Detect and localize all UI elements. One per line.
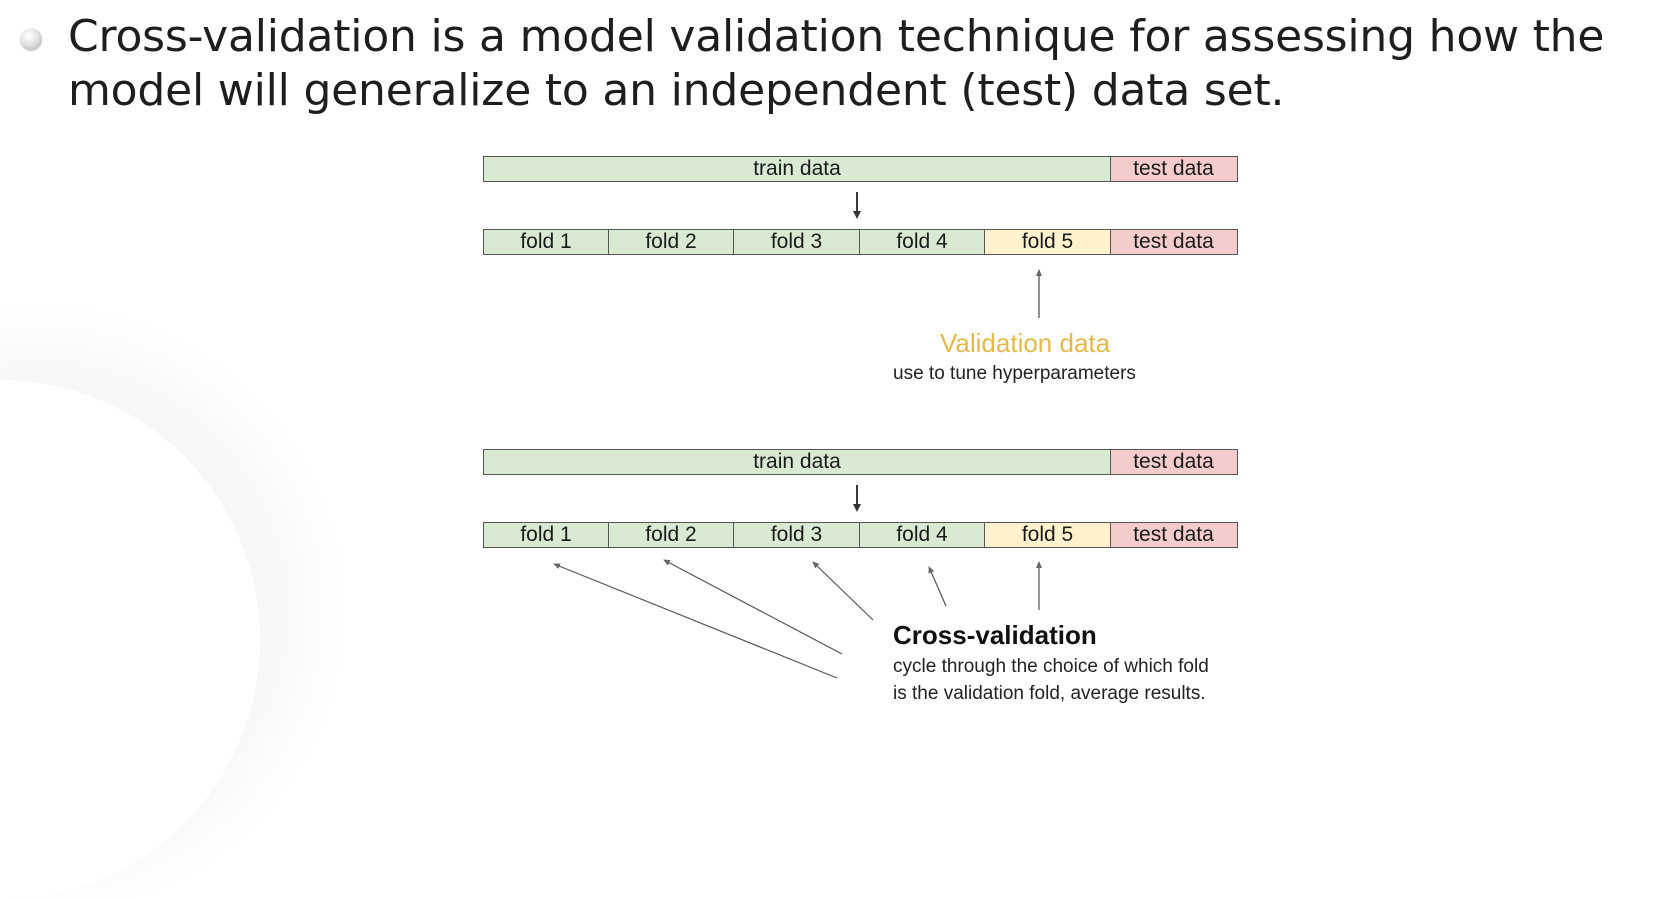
- cv-arrow-fold-4: [928, 566, 947, 607]
- bullet-icon: [20, 28, 42, 50]
- test-segment: test data: [1109, 156, 1238, 182]
- arrow-layer: [553, 192, 1042, 679]
- cross-validation-title: Cross-validation: [893, 620, 1097, 650]
- fold-bar-1: fold 1 fold 2 fold 3 fold 4 fold 5 test …: [483, 229, 1238, 255]
- fold-4-segment: fold 4: [858, 522, 986, 548]
- train-segment: train data: [483, 449, 1111, 475]
- test-segment: test data: [1109, 229, 1238, 255]
- fold-1-segment: fold 1: [483, 522, 609, 548]
- validation-data-title: Validation data: [940, 328, 1111, 358]
- fold-5-validation-segment: fold 5: [984, 229, 1111, 255]
- fold-3-segment: fold 3: [733, 229, 860, 255]
- bullet-text: Cross-validation is a model validation t…: [68, 11, 1605, 116]
- cv-arrow-fold-3: [812, 561, 874, 621]
- fold-5-validation-segment: fold 5: [984, 522, 1111, 548]
- test-segment: test data: [1109, 449, 1238, 475]
- train-test-bar-2: train data test data: [483, 449, 1238, 475]
- fold-bar-2: fold 1 fold 2 fold 3 fold 4 fold 5 test …: [483, 522, 1238, 548]
- train-segment: train data: [483, 156, 1111, 182]
- fold-4-segment: fold 4: [858, 229, 986, 255]
- fold-1-segment: fold 1: [483, 229, 609, 255]
- train-test-bar-1: train data test data: [483, 156, 1238, 182]
- fold-3-segment: fold 3: [733, 522, 860, 548]
- cv-arrow-fold-2: [663, 559, 843, 655]
- cv-arrow-fold-1: [553, 563, 838, 679]
- cross-validation-line-2: is the validation fold, average results.: [893, 683, 1206, 704]
- fold-2-segment: fold 2: [607, 522, 735, 548]
- fold-2-segment: fold 2: [607, 229, 735, 255]
- validation-data-subtitle: use to tune hyperparameters: [893, 363, 1136, 384]
- test-segment: test data: [1109, 522, 1238, 548]
- cross-validation-line-1: cycle through the choice of which fold: [893, 656, 1209, 677]
